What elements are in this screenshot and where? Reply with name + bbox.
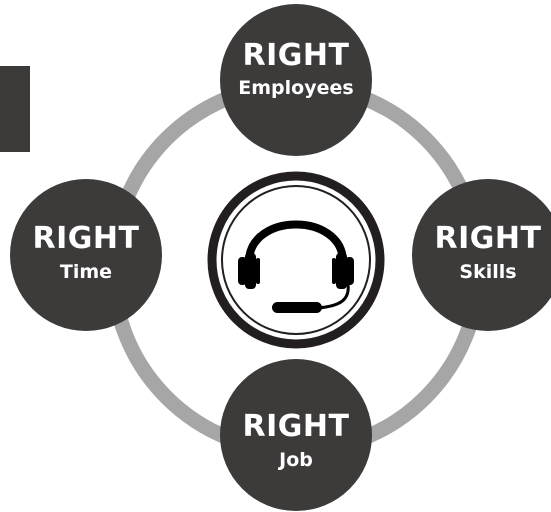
- node-employees: RIGHT Employees: [220, 4, 372, 156]
- side-tab: [0, 66, 30, 152]
- node-job-title: RIGHT: [243, 409, 350, 444]
- node-job-subtitle: Job: [277, 449, 313, 471]
- node-time-title: RIGHT: [33, 221, 140, 256]
- center-emblem: [207, 171, 385, 349]
- node-job: RIGHT Job: [220, 359, 372, 511]
- node-time-subtitle: Time: [60, 261, 112, 283]
- node-employees-subtitle: Employees: [238, 77, 353, 99]
- node-skills: RIGHT Skills: [412, 179, 551, 331]
- node-skills-title: RIGHT: [435, 221, 542, 256]
- node-employees-title: RIGHT: [243, 38, 350, 73]
- headset-icon: [238, 220, 354, 313]
- node-time: RIGHT Time: [10, 179, 162, 331]
- node-skills-subtitle: Skills: [459, 261, 516, 283]
